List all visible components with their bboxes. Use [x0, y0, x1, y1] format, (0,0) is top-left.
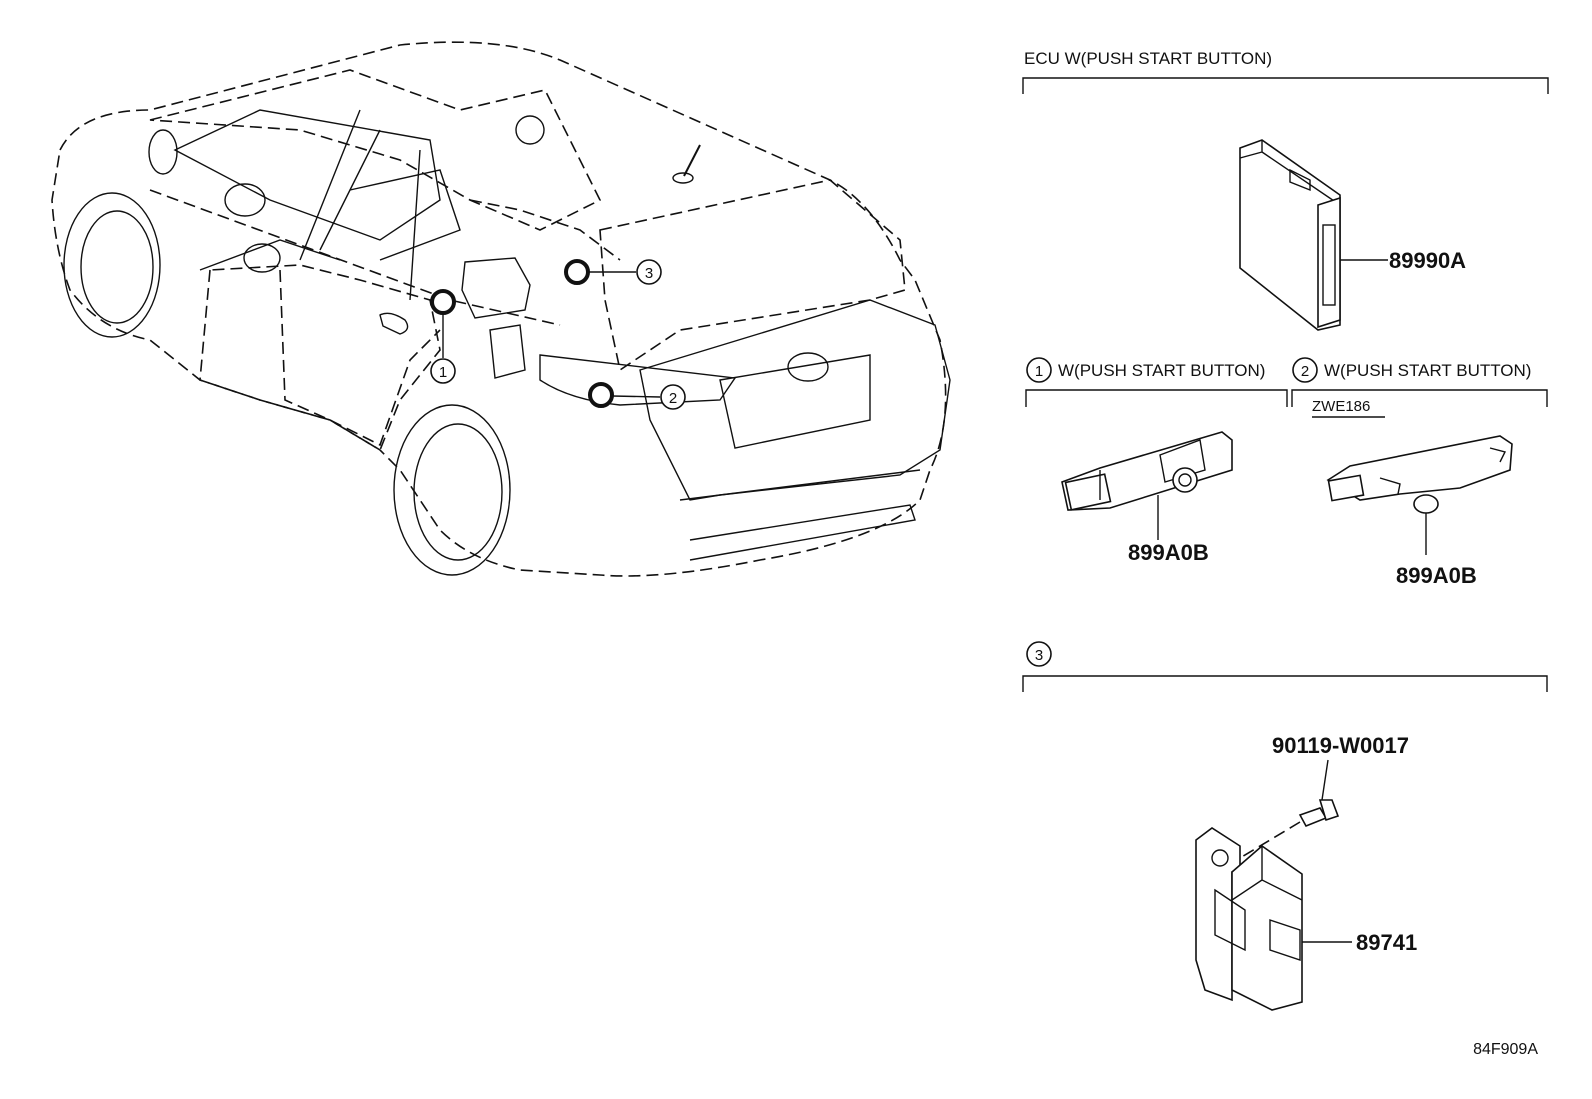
location-marker-2: [588, 382, 614, 408]
ecu-section-header: ECU W(PUSH START BUTTON): [1024, 49, 1272, 68]
push-start-sensor-1-drawing: [1061, 431, 1233, 511]
push-start-sensor-2-drawing: [1326, 435, 1513, 514]
section-2-note: ZWE186: [1312, 398, 1370, 415]
section-2-header: W(PUSH START BUTTON): [1324, 361, 1531, 380]
ecu-module-drawing: [1239, 139, 1341, 331]
section-3-part-number: 89741: [1356, 930, 1417, 955]
callout-circle-2: [660, 384, 686, 410]
section-2-bracket: [1291, 389, 1548, 407]
location-marker-3: [564, 259, 590, 285]
section-2-number-circle: [1292, 357, 1318, 383]
section-2-number: 2: [1301, 363, 1309, 380]
callout-circle-3: [636, 259, 662, 285]
section-1-bracket: [1025, 389, 1288, 407]
vehicle-illustration: [51, 41, 951, 577]
callout-label-2: 2: [669, 390, 677, 407]
callout-label-1: 1: [439, 364, 447, 381]
section-3: 3 90119-W0017 89741: [1022, 641, 1548, 1011]
section-1: 1 W(PUSH START BUTTON) 899A0B: [1025, 357, 1288, 565]
ecu-section-bracket: [1022, 77, 1549, 94]
section-3-bolt-part-number: 90119-W0017: [1272, 733, 1409, 758]
section-2-part-number: 899A0B: [1396, 563, 1477, 588]
antenna-module-drawing: [1195, 827, 1303, 1011]
section-3-number: 3: [1035, 647, 1043, 664]
diagram-code: 84F909A: [1473, 1041, 1538, 1058]
ecu-part-number: 89990A: [1389, 248, 1466, 273]
section-1-part-number: 899A0B: [1128, 540, 1209, 565]
callout-circle-1: [430, 358, 456, 384]
section-1-number: 1: [1035, 363, 1043, 380]
location-marker-1: [430, 289, 456, 315]
section-1-header: W(PUSH START BUTTON): [1058, 361, 1265, 380]
bolt-drawing: [1298, 799, 1340, 828]
ecu-section: ECU W(PUSH START BUTTON) 89990A: [1022, 49, 1549, 331]
section-2: 2 W(PUSH START BUTTON) ZWE186 899A0B: [1291, 357, 1548, 588]
section-1-number-circle: [1026, 357, 1052, 383]
section-3-bracket: [1022, 675, 1548, 692]
callout-label-3: 3: [645, 265, 653, 282]
location-callouts: 1 2 3: [430, 259, 686, 410]
section-3-number-circle: [1026, 641, 1052, 667]
